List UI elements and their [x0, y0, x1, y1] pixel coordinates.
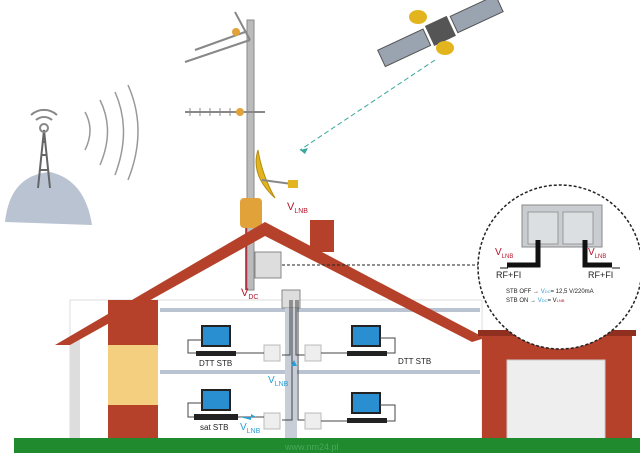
dtt-stb-right-label: DTT STB — [398, 357, 431, 366]
vlnb-sat-label: VLNB — [240, 422, 261, 435]
detail-vlnb-left: VLNB — [495, 247, 513, 260]
wall-outlets — [263, 344, 322, 430]
detail-rf-left: RF+FI — [496, 270, 521, 280]
chimney — [310, 220, 334, 252]
multiswitch-detail — [477, 184, 640, 350]
vlnb-antenna-label: VLNB — [287, 201, 308, 215]
signal-waves — [84, 84, 139, 181]
watermark: www.nm24.pl — [284, 442, 339, 452]
satellite-icon — [299, 0, 504, 154]
tv-stb-group — [187, 325, 396, 423]
dtt-stb-left-label: DTT STB — [199, 359, 232, 368]
multiswitch — [254, 251, 305, 440]
vdc-label: VDC — [241, 287, 258, 301]
sat-stb-label: sat STB — [200, 423, 228, 432]
broadcast-tower — [5, 84, 139, 225]
detail-rf-right: RF+FI — [588, 270, 613, 280]
detail-stb-off: STB OFF → VDC= 12,5 V/220mA — [506, 289, 594, 295]
detail-vlnb-right: VLNB — [588, 247, 606, 260]
detail-stb-on: STB ON → VDC= VLNB — [506, 298, 565, 304]
ground — [14, 438, 640, 453]
antenna-mast — [184, 11, 298, 291]
vlnb-riser-label: VLNB — [268, 375, 289, 388]
